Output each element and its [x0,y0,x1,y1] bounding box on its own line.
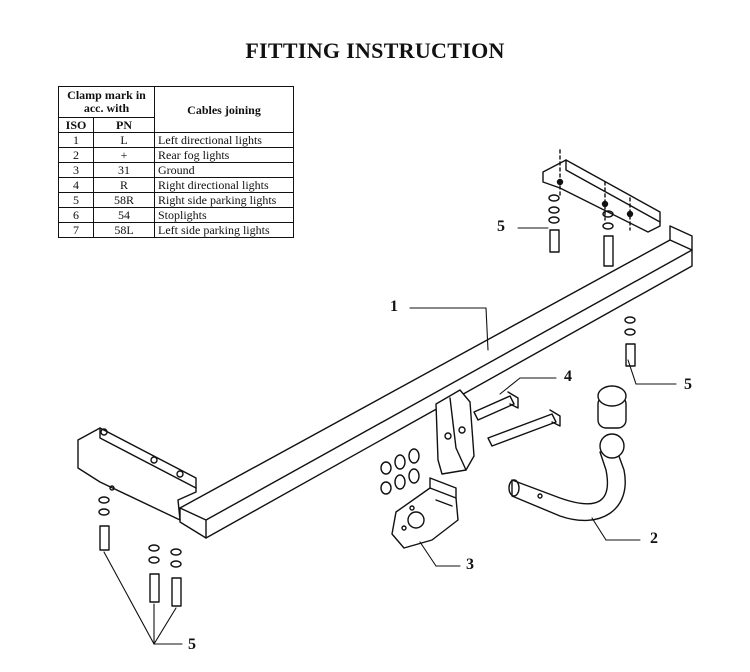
pn-cell: 58L [93,222,155,238]
pn-header: PN [93,117,155,133]
right-fasteners [548,194,636,367]
leader-lines [103,227,677,645]
left-fasteners [98,496,182,607]
callout-fasteners-bottom: 5 [188,636,196,653]
right-bracket [542,149,661,233]
center-plate [435,389,475,475]
callout-bolts: 4 [564,368,572,385]
nuts-washers [380,448,420,495]
callout-ball-neck: 2 [650,530,658,547]
ball-neck [508,385,627,522]
desc-cell: Stoplights [154,207,294,223]
page-title: FITTING INSTRUCTION [245,38,505,63]
callout-fasteners-right: 5 [684,376,692,393]
cable-table: Clamp mark in acc. with Cables joining I… [58,86,294,238]
mounting-bolts [473,391,561,447]
pn-cell: 31 [93,162,155,178]
desc-cell: Right side parking lights [154,192,294,208]
socket-plate [391,477,459,549]
callout-socket-plate: 3 [466,556,474,573]
desc-cell: Left side parking lights [154,222,294,238]
iso-cell: 7 [58,222,94,238]
crossbar [179,225,693,539]
clamp-mark-header: Clamp mark in acc. with [58,86,155,118]
cables-joining-header: Cables joining [154,86,294,133]
callout-fasteners-top: 5 [497,218,505,235]
desc-cell: Right directional lights [154,177,294,193]
desc-cell: Ground [154,162,294,178]
callout-crossbar: 1 [390,298,398,315]
left-bracket [77,427,197,521]
pn-cell: 54 [93,207,155,223]
